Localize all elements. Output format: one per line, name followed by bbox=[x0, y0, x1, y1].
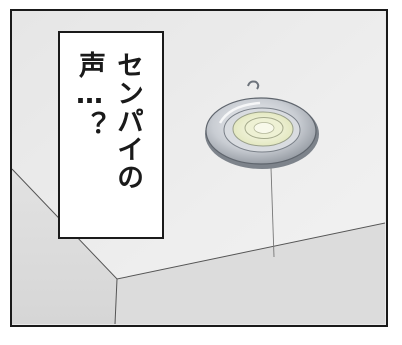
comic-panel: センパイの 声…？ bbox=[10, 9, 388, 327]
room-scene bbox=[12, 11, 385, 324]
back-wall bbox=[116, 223, 385, 324]
corner-edge bbox=[114, 278, 118, 324]
ceiling-light-icon bbox=[205, 80, 319, 169]
speech-line-2: 声…？ bbox=[74, 51, 105, 139]
speech-box: センパイの 声…？ bbox=[58, 31, 164, 239]
left-wall bbox=[12, 169, 117, 324]
speech-line-1: センパイの bbox=[112, 51, 143, 191]
